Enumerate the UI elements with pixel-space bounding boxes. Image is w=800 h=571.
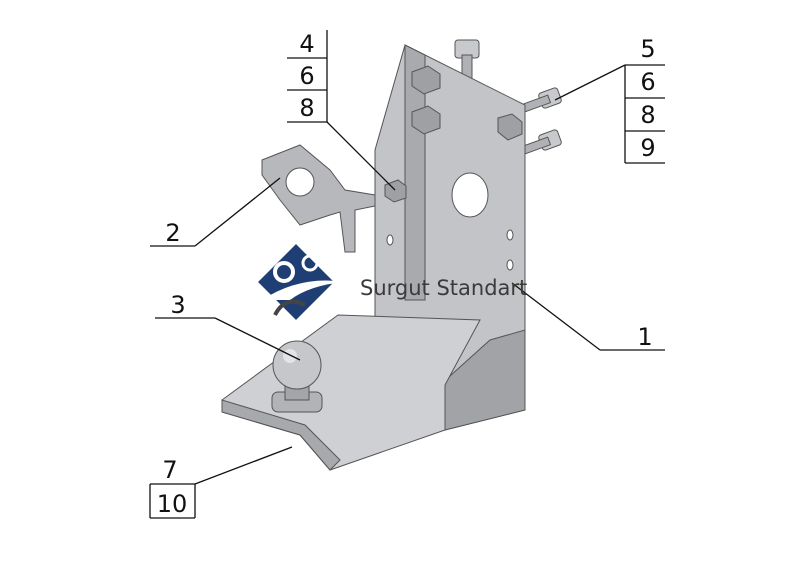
callout-5: 5 xyxy=(640,35,656,63)
watermark-logo xyxy=(254,240,345,324)
callout-9: 9 xyxy=(640,134,656,162)
bracket-assembly xyxy=(221,39,562,471)
callout-8b: 8 xyxy=(640,101,656,129)
watermark-text: Surgut Standart xyxy=(360,276,528,300)
callout-8: 8 xyxy=(299,94,315,122)
callout-2: 2 xyxy=(165,219,181,247)
callout-lines xyxy=(149,30,665,519)
callout-7: 7 xyxy=(162,456,178,484)
tow-ball xyxy=(271,340,323,413)
callout-10: 10 xyxy=(156,490,188,518)
base-plate xyxy=(221,314,481,471)
callout-6: 6 xyxy=(299,62,315,90)
callout-4: 4 xyxy=(299,30,315,58)
callout-1: 1 xyxy=(637,323,653,351)
connector-plate xyxy=(261,144,381,253)
callout-3: 3 xyxy=(170,291,186,319)
callout-6b: 6 xyxy=(640,68,656,96)
bolts xyxy=(454,39,562,155)
